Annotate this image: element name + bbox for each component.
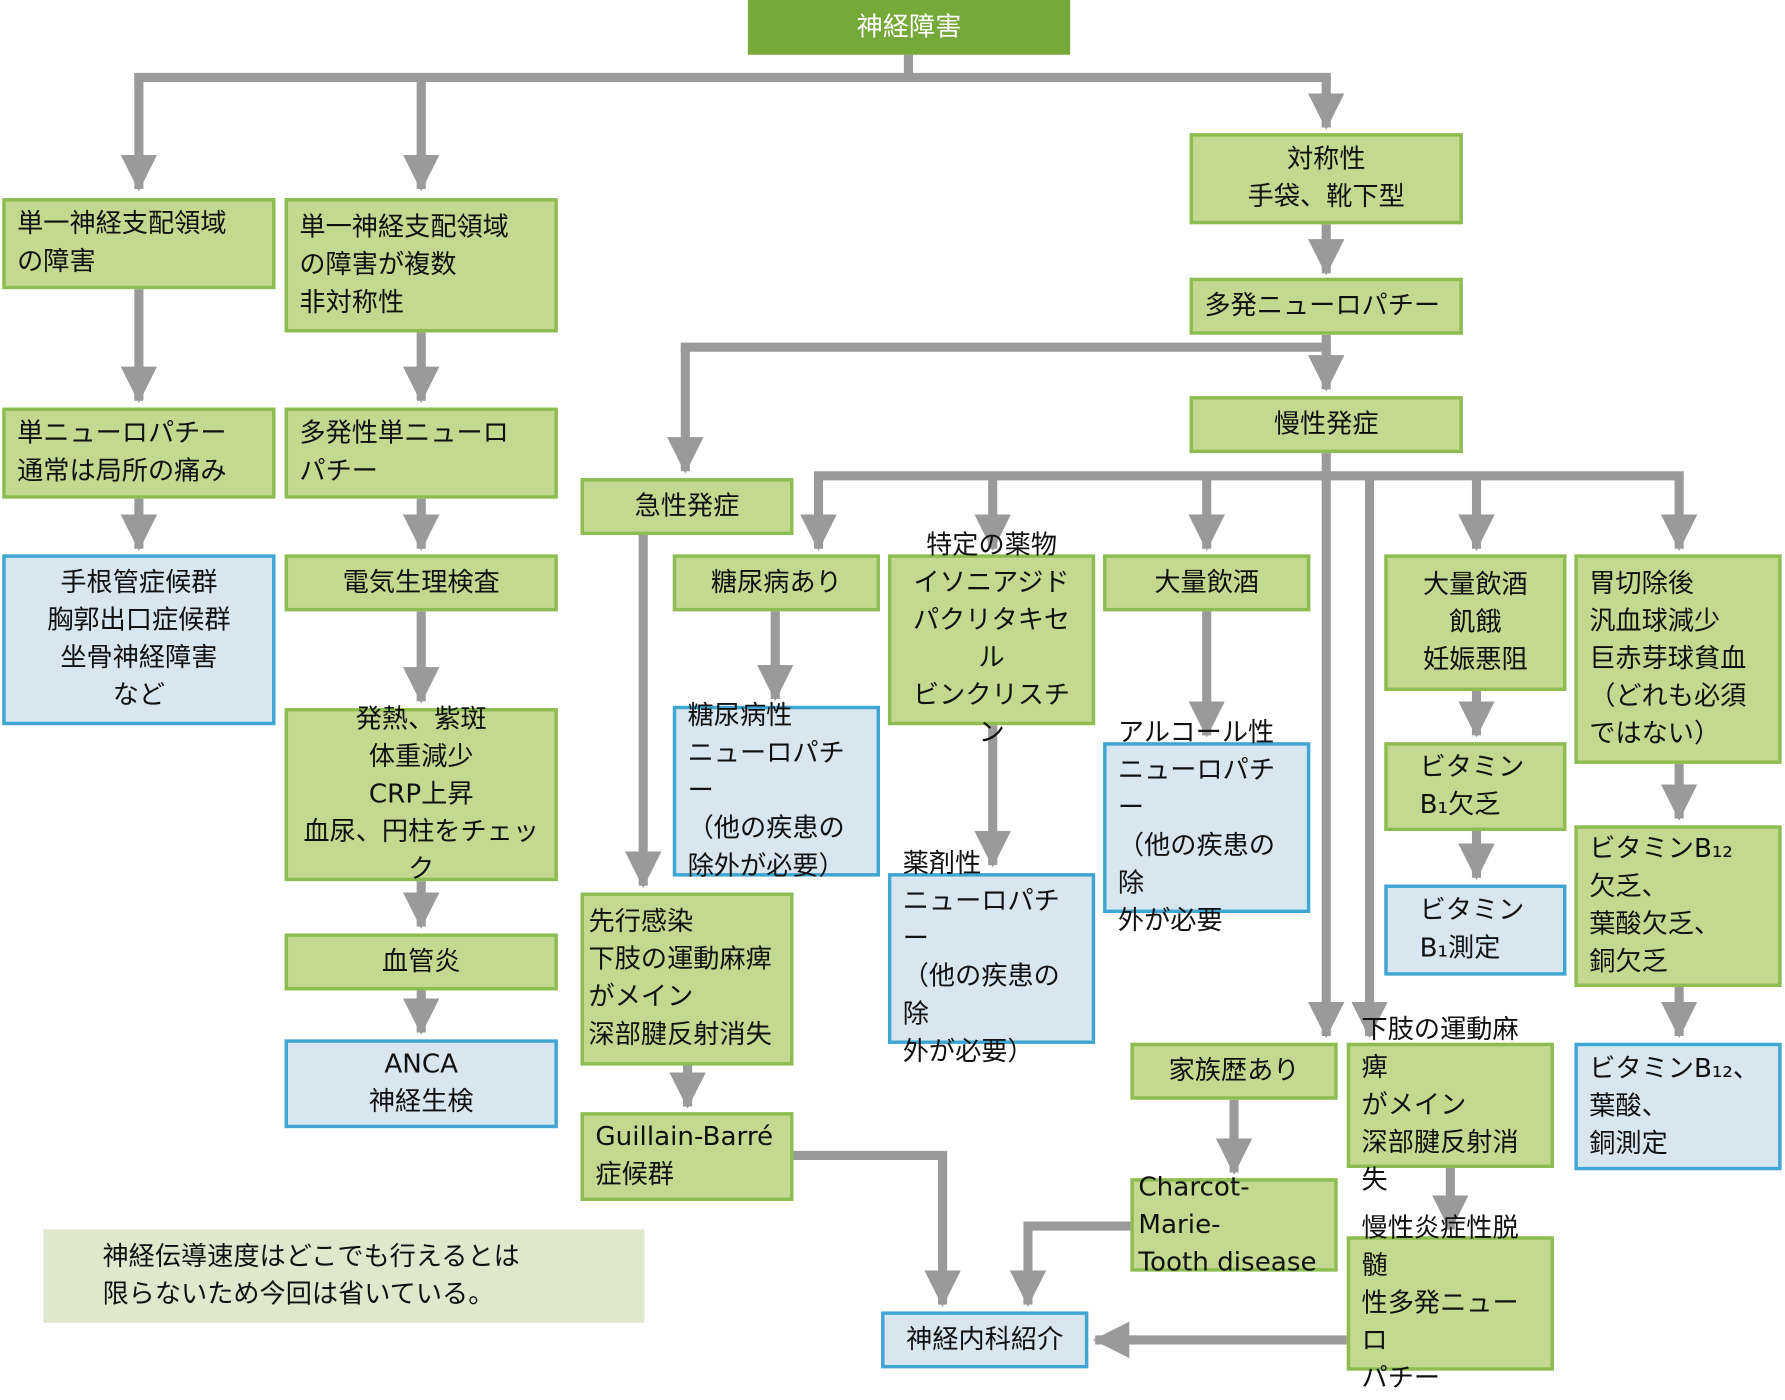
node-charcot-marie-tooth: Charcot-Marie- Tooth disease bbox=[1130, 1172, 1338, 1277]
node-label: 大量飲酒 bbox=[1154, 567, 1260, 598]
node-heavy-drinking: 大量飲酒 bbox=[1103, 554, 1311, 612]
node-cidp: 慢性炎症性脱髄 性多発ニューロ パチー bbox=[1346, 1213, 1554, 1393]
node-label: 神経内科紹介 bbox=[906, 1324, 1064, 1355]
node-fever-purpura: 発熱、紫斑 体重減少 CRP上昇 血尿、円柱をチェック bbox=[284, 704, 558, 884]
node-label: 単ニューロパチー 通常は局所の痛み bbox=[17, 418, 227, 487]
node-label: 対称性 手袋、靴下型 bbox=[1247, 144, 1405, 212]
node-drinking-starvation: 大量飲酒 飢餓 妊娠悪阻 bbox=[1384, 554, 1567, 692]
root-label: 神経障害 bbox=[856, 11, 962, 42]
node-label: 特定の薬物 イソニアジド パクリタキセル ビンクリスチン bbox=[912, 530, 1071, 748]
node-label: 下肢の運動麻痺 がメイン 深部腱反射消失 bbox=[1361, 1014, 1519, 1195]
node-label: 血管炎 bbox=[381, 946, 461, 977]
node-electrophysiology: 電気生理検査 bbox=[284, 554, 558, 612]
node-label: 家族歴あり bbox=[1168, 1055, 1300, 1086]
node-mononeuropathy: 単ニューロパチー 通常は局所の痛み bbox=[2, 407, 276, 499]
node-label: 多発ニューロパチー bbox=[1204, 290, 1441, 321]
node-label: 発熱、紫斑 体重減少 CRP上昇 血尿、円柱をチェック bbox=[303, 704, 540, 884]
node-label: 多発性単ニューロ パチー bbox=[299, 418, 509, 487]
node-vasculitis: 血管炎 bbox=[284, 933, 558, 991]
node-label: ビタミン B₁測定 bbox=[1419, 895, 1525, 964]
node-family-history: 家族歴あり bbox=[1130, 1042, 1338, 1100]
node-label: 糖尿病あり bbox=[710, 567, 842, 598]
node-label: 慢性炎症性脱髄 性多発ニューロ パチー bbox=[1361, 1212, 1519, 1393]
node-label: 急性発症 bbox=[634, 491, 740, 521]
node-label: 単一神経支配領域 の障害が複数 非対称性 bbox=[299, 212, 509, 318]
node-multiple-asymmetric: 単一神経支配領域 の障害が複数 非対称性 bbox=[284, 198, 558, 333]
node-entrapment-list: 手根管症候群 胸郭出口症候群 坐骨神経障害 など bbox=[2, 554, 276, 726]
node-label: 糖尿病性 ニューロパチー （他の疾患の 除外が必要） bbox=[687, 700, 845, 881]
node-b1-deficiency: ビタミン B₁欠乏 bbox=[1384, 742, 1567, 832]
footnote: 神経伝導速度はどこでも行えるとは 限らないため今回は省いている。 bbox=[43, 1229, 645, 1323]
node-b1-test: ビタミン B₁測定 bbox=[1384, 884, 1567, 976]
node-polyneuropathy: 多発ニューロパチー bbox=[1189, 277, 1463, 335]
node-drugs: 特定の薬物 イソニアジド パクリタキセル ビンクリスチン bbox=[887, 530, 1096, 748]
connector-arrow bbox=[793, 1150, 961, 1307]
node-motor-paralysis: 下肢の運動麻痺 がメイン 深部腱反射消失 bbox=[1346, 1015, 1554, 1195]
node-gastrectomy: 胃切除後 汎血球減少 巨赤芽球貧血 （どれも必須 ではない） bbox=[1574, 554, 1782, 764]
node-label: Charcot-Marie- Tooth disease bbox=[1138, 1171, 1317, 1277]
node-label: ANCA 神経生検 bbox=[368, 1049, 474, 1117]
node-chronic-onset: 慢性発症 bbox=[1189, 396, 1463, 454]
node-preceding-infection: 先行感染 下肢の運動麻痺 がメイン 深部腱反射消失 bbox=[580, 892, 794, 1066]
node-label: ビタミンB₁₂ 欠乏、 葉酸欠乏、 銅欠乏 bbox=[1589, 834, 1733, 977]
node-mononeuritis-multiplex: 多発性単ニューロ パチー bbox=[284, 407, 558, 499]
node-label: 薬剤性 ニューロパチー （他の疾患の除 外が必要） bbox=[902, 849, 1060, 1067]
connector-arrow bbox=[1009, 1221, 1131, 1307]
node-label: Guillain-Barré 症候群 bbox=[595, 1122, 774, 1190]
node-guillain-barre: Guillain-Barré 症候群 bbox=[580, 1112, 794, 1202]
node-diabetes: 糖尿病あり bbox=[672, 554, 880, 612]
node-anca-biopsy: ANCA 神経生検 bbox=[284, 1039, 558, 1129]
node-label: 慢性発症 bbox=[1273, 409, 1379, 439]
node-label: 先行感染 下肢の運動麻痺 がメイン 深部腱反射消失 bbox=[588, 907, 772, 1050]
node-symmetric: 対称性 手袋、靴下型 bbox=[1189, 133, 1463, 225]
node-label: アルコール性 ニューロパチー （他の疾患の除 外が必要 bbox=[1117, 718, 1276, 936]
node-label: 大量飲酒 飢餓 妊娠悪阻 bbox=[1423, 569, 1528, 675]
node-label: ビタミンB₁₂、 葉酸、 銅測定 bbox=[1589, 1053, 1760, 1159]
node-label: 電気生理検査 bbox=[342, 567, 500, 598]
node-acute-onset: 急性発症 bbox=[580, 478, 794, 536]
node-label: 胃切除後 汎血球減少 巨赤芽球貧血 （どれも必須 ではない） bbox=[1589, 568, 1747, 749]
node-label: 単一神経支配領域 の障害 bbox=[17, 209, 227, 277]
node-alcoholic-neuropathy: アルコール性 ニューロパチー （他の疾患の除 外が必要 bbox=[1103, 718, 1311, 936]
node-b12-test: ビタミンB₁₂、 葉酸、 銅測定 bbox=[1574, 1042, 1782, 1171]
node-neurology-referral: 神経内科紹介 bbox=[881, 1311, 1089, 1369]
node-single-nerve: 単一神経支配領域 の障害 bbox=[2, 198, 276, 290]
node-label: 手根管症候群 胸郭出口症候群 坐骨神経障害 など bbox=[47, 568, 231, 711]
node-b12-deficiency: ビタミンB₁₂ 欠乏、 葉酸欠乏、 銅欠乏 bbox=[1574, 825, 1782, 987]
node-drug-neuropathy: 薬剤性 ニューロパチー （他の疾患の除 外が必要） bbox=[887, 849, 1096, 1067]
root-node: 神経障害 bbox=[747, 0, 1071, 55]
node-label: ビタミン B₁欠乏 bbox=[1419, 752, 1525, 820]
node-diabetic-neuropathy: 糖尿病性 ニューロパチー （他の疾患の 除外が必要） bbox=[672, 701, 880, 881]
